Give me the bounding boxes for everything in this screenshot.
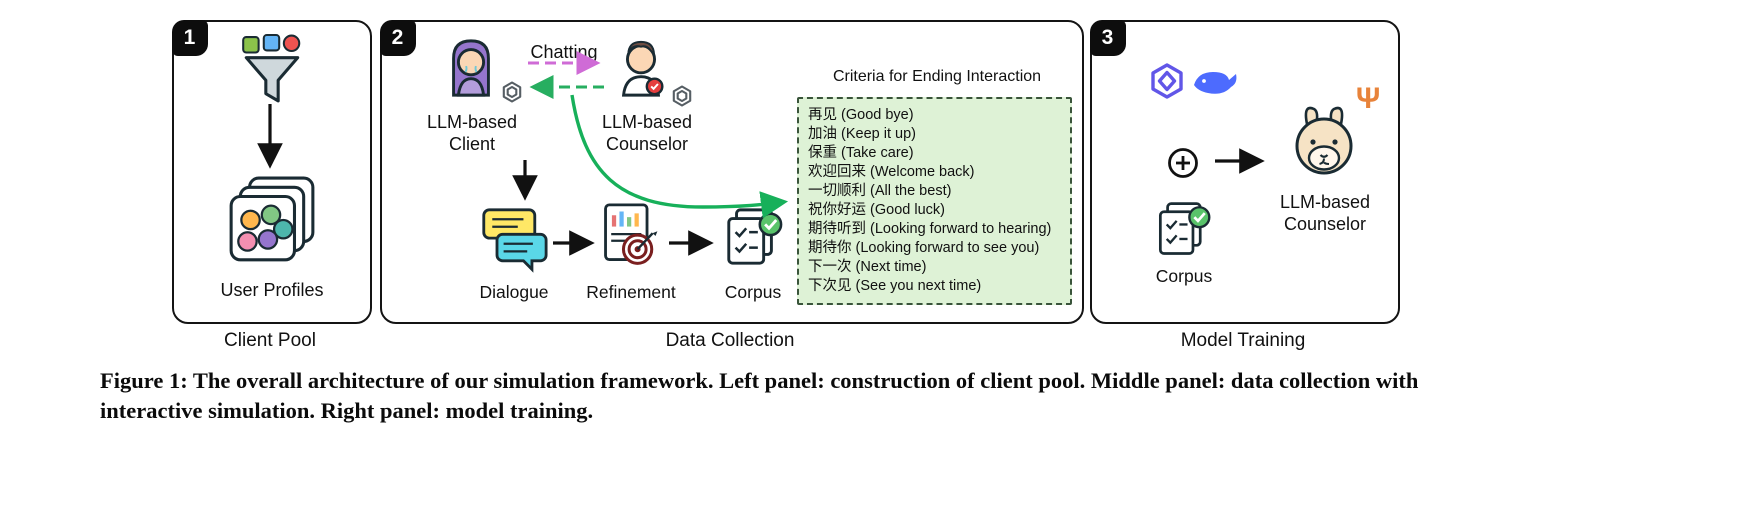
- profile-filter-funnel-icon: [236, 34, 308, 106]
- corpus-icon-right: [1154, 200, 1212, 258]
- panel-client-pool: 1 User Profiles: [171, 19, 372, 324]
- qwen-logo-icon: [1148, 62, 1186, 100]
- criteria-item: 欢迎回来 (Welcome back): [808, 164, 975, 180]
- counselor-avatar-icon: [610, 34, 672, 102]
- criteria-item: 下次见 (See you next time): [808, 278, 982, 294]
- corpus-label-right: Corpus: [1155, 266, 1213, 286]
- llama-icon: [1282, 102, 1366, 186]
- dialogue-icon: [480, 206, 548, 274]
- criteria-item: 再见 (Good bye): [808, 107, 914, 123]
- panel-number-badge: 3: [1089, 19, 1126, 56]
- llm-client-label: LLM-based Client: [426, 112, 518, 154]
- psi-symbol: Ψ: [1356, 82, 1381, 115]
- corpus-label: Corpus: [724, 282, 782, 302]
- openai-logo-icon: [670, 84, 694, 108]
- panel-data-collection: 2 Chatting LLM-based Client LLM-based Co…: [379, 19, 1084, 324]
- criteria-item: 一切顺利 (All the best): [808, 183, 952, 199]
- dialogue-label: Dialogue: [479, 282, 549, 302]
- client-avatar-icon: [440, 34, 502, 102]
- circle-plus-icon: [1166, 146, 1200, 180]
- criteria-item: 期待你 (Looking forward to see you): [808, 240, 1040, 256]
- llm-counselor-label-right: LLM-based Counselor: [1279, 192, 1371, 234]
- user-profiles-icon: [225, 174, 319, 268]
- criteria-item: 加油 (Keep it up): [808, 126, 916, 142]
- data-collection-caption: Data Collection: [665, 330, 795, 351]
- criteria-item: 祝你好运 (Good luck): [808, 202, 945, 218]
- criteria-item: 保重 (Take care): [808, 145, 914, 161]
- llm-counselor-label: LLM-based Counselor: [601, 112, 693, 154]
- criteria-title: Criteria for Ending Interaction: [832, 68, 1042, 85]
- openai-logo-icon: [500, 80, 524, 104]
- corpus-icon: [722, 206, 784, 268]
- panel-number-badge: 2: [379, 19, 416, 56]
- panel-model-training: 3 Ψ LLM-based Counselor Corpus: [1089, 19, 1400, 324]
- client-pool-caption: Client Pool: [224, 330, 316, 351]
- deepseek-whale-icon: [1192, 66, 1238, 100]
- panel-number-badge: 1: [171, 19, 208, 56]
- figure-caption: Figure 1: The overall architecture of ou…: [100, 368, 1419, 423]
- refinement-icon: [598, 202, 664, 270]
- user-profiles-label: User Profiles: [220, 280, 324, 300]
- criteria-item: 期待听到 (Looking forward to hearing): [808, 221, 1052, 237]
- refinement-label: Refinement: [586, 282, 676, 302]
- chatting-label: Chatting: [530, 42, 598, 62]
- model-training-caption: Model Training: [1180, 330, 1306, 351]
- criteria-box: 再见 (Good bye) 加油 (Keep it up) 保重 (Take car…: [797, 97, 1072, 305]
- criteria-item: 下一次 (Next time): [808, 259, 927, 275]
